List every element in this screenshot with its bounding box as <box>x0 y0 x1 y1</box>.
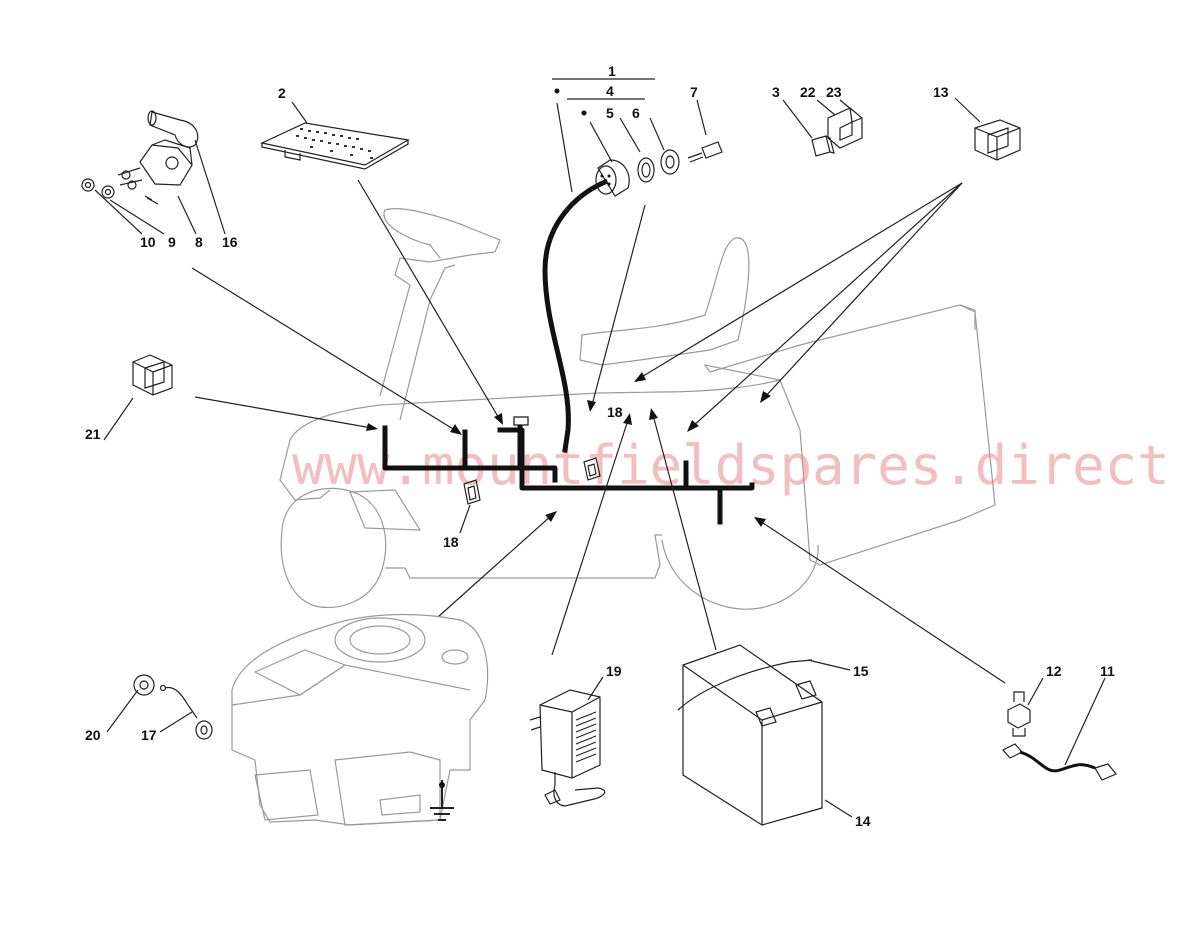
label-part-13: 13 <box>933 84 949 100</box>
part-18-clip-lower <box>463 479 481 505</box>
label-part-23: 23 <box>826 84 842 100</box>
label-part-10: 10 <box>140 234 156 250</box>
label-part-21: 21 <box>85 426 101 442</box>
part-12-sensor <box>1007 691 1031 737</box>
label-part-1: 1 <box>608 63 616 79</box>
label-part-16: 16 <box>222 234 238 250</box>
label-part-3: 3 <box>772 84 780 100</box>
part-9-washer <box>101 185 115 199</box>
part-8-screw <box>144 195 159 205</box>
leader-lines <box>94 78 1106 818</box>
label-part-22: 22 <box>800 84 816 100</box>
label-part-12: 12 <box>1046 663 1062 679</box>
label-part-11: 11 <box>1100 663 1115 679</box>
engine-outline <box>231 613 489 826</box>
harness-connector <box>513 416 529 426</box>
label-part-5: 5 <box>606 105 614 121</box>
part-14-battery <box>682 644 823 826</box>
ground-symbol <box>430 780 454 821</box>
label-part-8: 8 <box>195 234 203 250</box>
part-16-boot <box>147 110 199 148</box>
arrow-4-to-harness <box>587 204 646 412</box>
label-part-15: 15 <box>853 663 869 679</box>
part-11-lead <box>1002 743 1117 781</box>
part-ignition-switch <box>595 141 723 197</box>
label-part-6: 6 <box>632 105 640 121</box>
arrow-19-to-harness <box>551 413 632 656</box>
label-part-9: 9 <box>168 234 176 250</box>
part-number-labels: 1 4 5 6 7 2 3 22 23 13 10 9 8 16 21 18 1… <box>85 63 1115 829</box>
part-2-circuit-board <box>260 122 410 170</box>
bullet-1 <box>554 88 560 94</box>
label-part-17: 17 <box>141 727 157 743</box>
arrow-2-to-harness <box>357 179 503 425</box>
part-20-washer <box>133 674 155 696</box>
label-part-18-lower: 18 <box>443 534 459 550</box>
label-part-20: 20 <box>85 727 101 743</box>
arrow-engine-to-harness <box>437 511 557 618</box>
part-15-strap <box>677 659 813 711</box>
arrow-13-a <box>634 182 963 382</box>
part-21-switch <box>132 354 173 396</box>
part-13-switch <box>974 119 1021 161</box>
part-22-23-relay <box>827 107 863 149</box>
label-part-7: 7 <box>690 84 698 100</box>
arrow-13-c <box>760 182 963 403</box>
arrow-12-to-harness <box>754 517 1006 684</box>
label-part-4: 4 <box>606 83 614 99</box>
part-18-clip-upper <box>583 457 601 481</box>
bullet-4 <box>581 110 587 116</box>
label-part-14: 14 <box>855 813 871 829</box>
part-3-fuse <box>811 135 835 157</box>
arrow-15-to-harness <box>649 408 717 651</box>
tractor-outline <box>279 208 996 610</box>
label-part-19: 19 <box>606 663 622 679</box>
label-part-18-upper: 18 <box>607 404 623 420</box>
part-8-solenoid <box>117 139 193 190</box>
part-19-charger <box>529 689 606 807</box>
wiring-harness <box>382 178 755 525</box>
arrow-13-b <box>687 182 963 432</box>
arrow-21-to-harness <box>194 396 378 431</box>
part-17-earth-lead <box>159 684 213 740</box>
arrow-16-to-harness <box>191 267 462 435</box>
label-part-2: 2 <box>278 85 286 101</box>
part-10-nut <box>81 178 95 192</box>
